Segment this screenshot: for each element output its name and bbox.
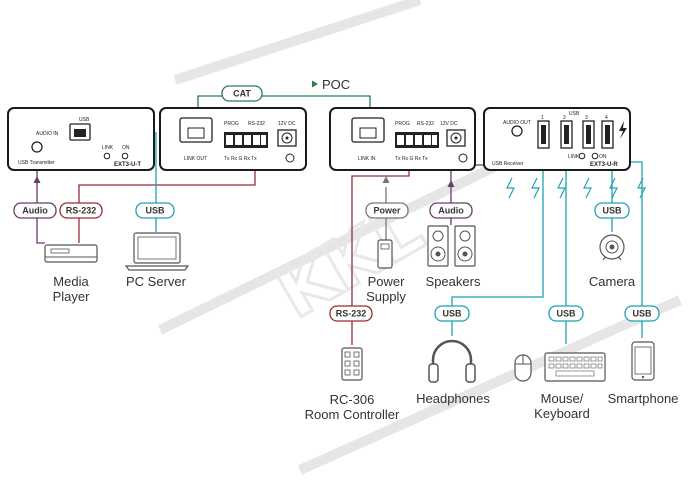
usb-a-port-1[interactable] <box>537 120 550 149</box>
tag-audio-left: Audio <box>13 202 57 219</box>
svg-text:Audio: Audio <box>438 206 464 216</box>
cat-tag <box>221 85 263 102</box>
svg-text:USB: USB <box>556 309 576 319</box>
svg-text:3: 3 <box>585 115 588 121</box>
svg-text:Tx Rx G Rx Tx: Tx Rx G Rx Tx <box>395 156 428 162</box>
tag-rs232-bottom: RS-232 <box>329 305 373 322</box>
room-controller-label-2: Room Controller <box>305 407 400 422</box>
svg-text:Power: Power <box>373 206 401 216</box>
power-bolt-icon <box>619 121 627 139</box>
svg-text:PROG: PROG <box>224 121 239 127</box>
on-led-rx <box>591 152 599 160</box>
svg-text:RS-232: RS-232 <box>66 206 97 216</box>
smartphone-label: Smartphone <box>608 391 679 406</box>
headphones-label: Headphones <box>416 391 490 406</box>
svg-text:USB: USB <box>569 111 580 117</box>
svg-text:4: 4 <box>605 115 608 121</box>
link-led-rx <box>578 152 586 160</box>
audio-in-jack[interactable] <box>31 141 43 153</box>
camera-label: Camera <box>589 274 636 289</box>
svg-text:USB: USB <box>442 309 462 319</box>
poc-label: POC <box>322 77 350 92</box>
media-player-label-2: Player <box>53 289 91 304</box>
tag-power: Power <box>365 202 409 219</box>
laptop-icon <box>124 232 190 271</box>
svg-text:LINK: LINK <box>568 154 580 160</box>
svg-text:LINK OUT: LINK OUT <box>184 156 207 162</box>
power-supply-icon <box>377 239 393 269</box>
svg-text:USB: USB <box>632 309 652 319</box>
tag-usb-camera: USB <box>594 202 630 219</box>
room-controller-icon <box>341 347 363 381</box>
cat-tag-label: CAT <box>233 89 251 99</box>
power-supply-label-2: Supply <box>366 289 406 304</box>
media-player-label-1: Media <box>53 274 89 289</box>
audio-cable-left <box>36 154 45 244</box>
svg-text:12V DC: 12V DC <box>440 121 458 127</box>
poc-arrow-icon <box>312 80 318 88</box>
svg-text:Tx Rx G Rx Tx: Tx Rx G Rx Tx <box>224 156 257 162</box>
power-supply-label-1: Power <box>368 274 406 289</box>
ground-screw-icon <box>458 153 468 163</box>
audio-out-jack[interactable] <box>511 125 523 137</box>
media-player-icon <box>44 244 98 263</box>
tag-usb-pc: USB <box>135 202 175 219</box>
transmitter-rear-panel: LINK OUT PROG RS-232 Tx Rx G Rx Tx 12V D… <box>159 107 307 171</box>
tag-usb-mouse: USB <box>548 305 584 322</box>
cat-cable <box>197 95 371 116</box>
svg-text:AUDIO OUT: AUDIO OUT <box>503 120 531 126</box>
tag-rs232-left: RS-232 <box>59 202 103 219</box>
svg-text:ON: ON <box>122 145 130 151</box>
svg-text:2: 2 <box>563 115 566 121</box>
transmitter-name: USB Transmitter <box>18 160 55 166</box>
tag-audio-right: Audio <box>429 202 473 219</box>
svg-text:ON: ON <box>599 154 607 160</box>
svg-text:1: 1 <box>541 115 544 121</box>
receiver-model: EXT3-U-R <box>590 162 618 168</box>
receiver-rear-panel: LINK IN PROG RS-232 Tx Rx G Rx Tx 12V DC <box>329 107 476 171</box>
speakers-label: Speakers <box>426 274 481 289</box>
svg-text:USB: USB <box>145 206 165 216</box>
svg-text:AUDIO IN: AUDIO IN <box>36 131 59 137</box>
mouse-keyboard-label-1: Mouse/ <box>541 391 584 406</box>
pc-server-label: PC Server <box>126 274 187 289</box>
svg-text:RS-232: RS-232 <box>248 121 265 127</box>
svg-text:RS-232: RS-232 <box>336 309 367 319</box>
receiver-name: USB Receiver <box>492 161 524 167</box>
on-led <box>121 152 129 160</box>
svg-text:PROG: PROG <box>395 121 410 127</box>
usb-a-port-2[interactable] <box>560 120 573 149</box>
rs232-terminal-block[interactable] <box>224 132 268 148</box>
link-led <box>103 152 111 160</box>
transmitter-front-panel: AUDIO IN USB LINK ON USB Transmitter EXT… <box>7 107 155 171</box>
usb-a-port-3[interactable] <box>582 120 595 149</box>
tag-usb-smartphone: USB <box>624 305 660 322</box>
speakers-icon <box>427 225 476 267</box>
keyboard-icon <box>544 352 606 382</box>
tag-usb-headphones: USB <box>434 305 470 322</box>
transmitter-model: EXT3-U-T <box>114 162 141 168</box>
room-controller-label-1: RC-306 <box>330 392 375 407</box>
mouse-icon <box>514 354 532 382</box>
svg-text:12V DC: 12V DC <box>278 121 296 127</box>
mouse-keyboard-label-2: Keyboard <box>534 406 590 421</box>
svg-text:USB: USB <box>79 117 90 123</box>
ground-screw-icon <box>285 153 295 163</box>
rs232-terminal-block-rx[interactable] <box>395 132 439 148</box>
svg-text:USB: USB <box>602 206 622 216</box>
usb-power-bolt-icons <box>506 177 646 199</box>
smartphone-icon <box>631 341 655 381</box>
headphones-icon <box>428 339 476 383</box>
svg-text:LINK IN: LINK IN <box>358 156 376 162</box>
svg-text:LINK: LINK <box>102 145 114 151</box>
camera-icon <box>599 234 625 261</box>
svg-text:Audio: Audio <box>22 206 48 216</box>
svg-text:RS-232: RS-232 <box>417 121 434 127</box>
receiver-front-panel: AUDIO OUT USB Receiver USB 1 2 3 4 LINK … <box>483 107 631 171</box>
usb-a-port-4[interactable] <box>601 120 614 149</box>
